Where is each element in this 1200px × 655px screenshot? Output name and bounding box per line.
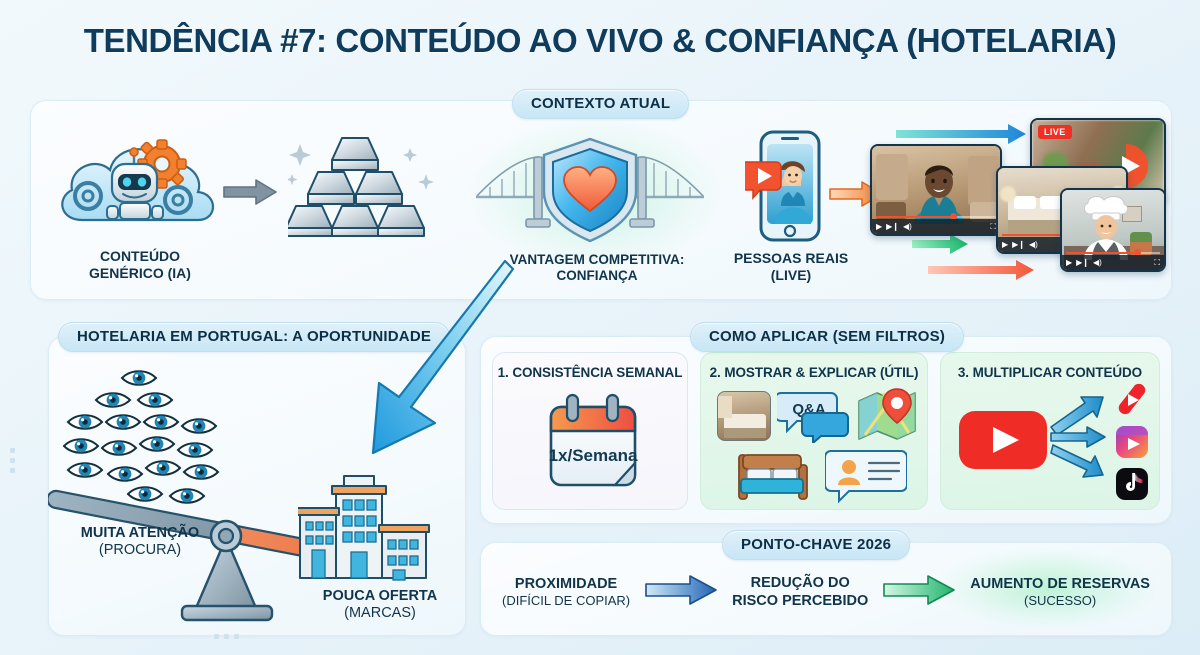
map-location-icon xyxy=(857,387,919,448)
video-card-lobby[interactable]: ▶ ▶❙ ◀) ⛶ xyxy=(870,144,1002,236)
calendar-icon: 1x/Semana xyxy=(541,393,645,502)
qa-speech-bubble-icon: Q&A xyxy=(774,387,849,448)
testimonial-bubble-icon xyxy=(824,449,908,508)
apply-card-mostrar-explicar[interactable]: 2. MOSTRAR & EXPLICAR (ÚTIL) Q&A xyxy=(700,352,928,510)
distribution-arrows-icon xyxy=(1050,396,1106,478)
section-header-contexto: CONTEXTO ATUAL xyxy=(512,89,690,119)
label-pessoas-reais: PESSOAS REAIS (LIVE) xyxy=(733,250,849,283)
hotel-room-photo-icon xyxy=(717,391,771,441)
apply-card-2-title: 2. MOSTRAR & EXPLICAR (ÚTIL) xyxy=(709,365,919,380)
label-conteudo-generico: CONTEÚDO GENÉRICO (IA) xyxy=(89,248,191,281)
fullscreen-icon[interactable]: ⛶ xyxy=(1154,257,1160,267)
page-title: TENDÊNCIA #7: CONTEÚDO AO VIVO & CONFIAN… xyxy=(83,22,1117,59)
instagram-reels-icon xyxy=(1115,425,1149,464)
panel-hotelaria-oportunidade xyxy=(48,336,466,636)
volume-icon[interactable]: ◀) xyxy=(1093,258,1102,267)
play-icon[interactable]: ▶ xyxy=(1002,240,1009,249)
video-controls-bar[interactable]: ▶ ▶❙ ◀) ⛶ xyxy=(872,219,1000,234)
opportunity-arrow-icon xyxy=(355,255,515,460)
next-icon[interactable]: ▶❙ xyxy=(886,222,900,231)
decorative-dots-left xyxy=(10,448,15,473)
generic-content-blocks-icon xyxy=(285,130,438,240)
live-video-cards-group: LIVE ▶ ▶❙ xyxy=(868,108,1168,283)
ai-robot-cloud-icon xyxy=(52,128,232,238)
section-header-hotelaria: HOTELARIA EM PORTUGAL: A OPORTUNIDADE xyxy=(58,322,451,352)
volume-icon[interactable]: ◀) xyxy=(903,222,912,231)
arrow-right-blue-icon xyxy=(644,574,718,611)
section-header-ponto-chave: PONTO-CHAVE 2026 xyxy=(722,530,911,560)
label-muita-atencao: MUITA ATENÇÃO (PROCURA) xyxy=(80,525,200,559)
hotel-brands-buildings-icon xyxy=(296,468,438,586)
key-step-proximidade: PROXIMIDADE (DIFÍCIL DE COPIAR) xyxy=(502,575,631,608)
volume-icon[interactable]: ◀) xyxy=(1029,240,1038,249)
apply-card-1-title: 1. CONSISTÊNCIA SEMANAL xyxy=(497,365,683,380)
youtube-icon xyxy=(957,407,1049,478)
section-header-aplicar: COMO APLICAR (SEM FILTROS) xyxy=(690,322,965,352)
video-progress-bar[interactable] xyxy=(1066,249,1160,257)
video-card-chef[interactable]: ▶ ▶❙ ◀) ⛶ xyxy=(1060,188,1166,272)
video-controls-bar[interactable]: ▶ ▶❙ ◀) ⛶ xyxy=(1062,255,1164,270)
label-pouca-oferta: POUCA OFERTA (MARCAS) xyxy=(322,588,438,622)
calendar-frequency-label: 1x/Semana xyxy=(549,446,638,465)
apply-card-multiplicar[interactable]: 3. MULTIPLICAR CONTEÚDO xyxy=(940,352,1160,510)
next-icon[interactable]: ▶❙ xyxy=(1076,258,1090,267)
apply-card-3-title: 3. MULTIPLICAR CONTEÚDO xyxy=(957,365,1143,380)
play-icon[interactable]: ▶ xyxy=(1066,258,1073,267)
arrow-right-green-icon xyxy=(882,574,956,611)
live-badge: LIVE xyxy=(1038,125,1072,139)
key-step-aumento-reservas: AUMENTO DE RESERVAS (SUCESSO) xyxy=(970,575,1150,608)
key-flow-row: PROXIMIDADE (DIFÍCIL DE COPIAR) REDUÇÃO … xyxy=(480,560,1172,624)
arrow-right-gray-icon xyxy=(222,178,278,206)
bed-icon xyxy=(735,449,811,506)
next-icon[interactable]: ▶❙ xyxy=(1012,240,1026,249)
fullscreen-icon[interactable]: ⛶ xyxy=(990,221,996,231)
decorative-dots-bottom xyxy=(214,634,239,639)
play-icon[interactable]: ▶ xyxy=(876,222,883,231)
real-people-live-phone-icon xyxy=(740,130,823,245)
bridge-trust-shield-icon xyxy=(475,135,705,247)
youtube-shorts-icon xyxy=(1115,383,1149,420)
video-progress-bar[interactable] xyxy=(876,213,996,221)
apply-card-consistencia[interactable]: 1. CONSISTÊNCIA SEMANAL 1x/Semana xyxy=(492,352,688,510)
key-step-reducao-risco: REDUÇÃO DO RISCO PERCEBIDO xyxy=(732,574,869,609)
label-vantagem-competitiva: VANTAGEM COMPETITIVA: CONFIANÇA xyxy=(509,252,685,284)
tiktok-icon xyxy=(1115,467,1149,506)
